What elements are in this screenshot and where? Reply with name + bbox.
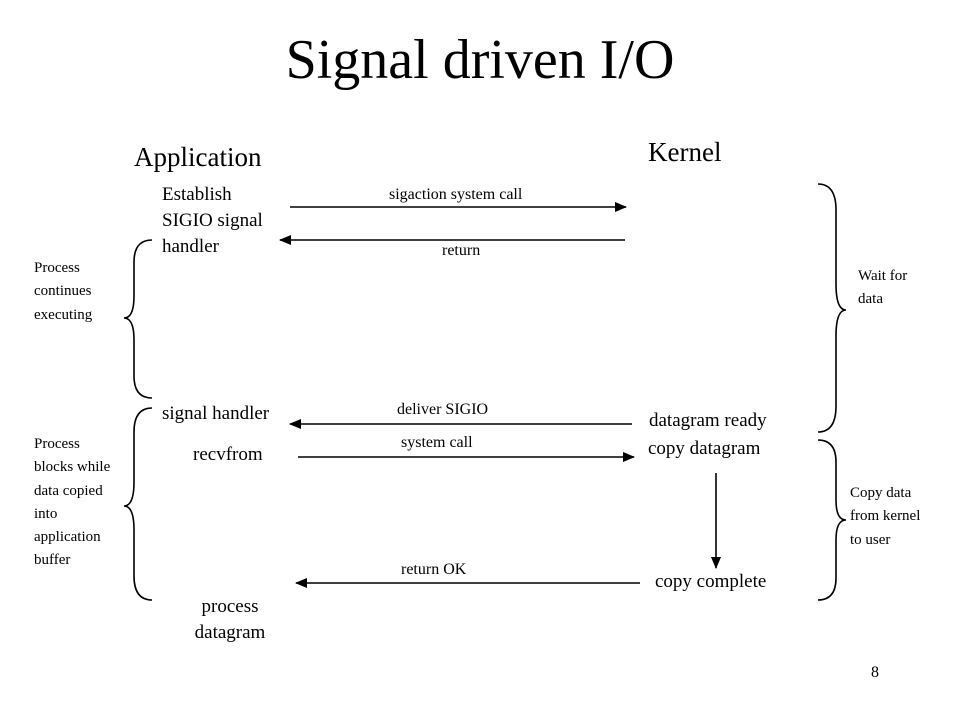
application-heading: Application: [134, 142, 262, 172]
wait-line-1: Wait for: [858, 268, 908, 284]
blocks-line-3: data copied: [34, 482, 103, 499]
copy-data-note: Copy data from kernel to user: [850, 482, 920, 552]
blocks-line-5: application: [34, 529, 101, 545]
recvfrom-step: recvfrom: [193, 444, 263, 465]
wait-line-2: data: [858, 291, 883, 308]
sigaction-label: sigaction system call: [389, 186, 523, 203]
kernel-heading: Kernel: [648, 137, 722, 167]
copy-line-3: to user: [850, 531, 891, 548]
slide-title: Signal driven I/O: [285, 29, 675, 91]
blocks-brace: [123, 407, 153, 601]
blocks-line-2: blocks while: [34, 459, 111, 476]
page-number: 8: [871, 664, 879, 681]
copy-complete-step: copy complete: [655, 571, 767, 592]
continues-line-3: executing: [34, 306, 93, 323]
blocks-line-1: Process: [34, 436, 80, 452]
process-line-1: process: [201, 596, 259, 617]
establish-line-3: handler: [162, 236, 219, 258]
copy-datagram-step: copy datagram: [648, 438, 761, 459]
return-label: return: [442, 242, 481, 259]
process-continues-note: Process continues executing: [34, 257, 92, 327]
blocks-line-4: into: [34, 505, 58, 522]
wait-for-data-note: Wait for data: [858, 265, 907, 312]
return-ok-label: return OK: [401, 561, 467, 578]
copy-line-2: from kernel: [850, 508, 921, 525]
datagram-ready-step: datagram ready: [649, 410, 767, 431]
copy-line-1: Copy data: [850, 485, 912, 501]
deliver-sigio-label: deliver SIGIO: [397, 401, 489, 418]
process-datagram-step: process datagram: [180, 594, 280, 646]
process-line-2: datagram: [194, 622, 266, 644]
continues-brace: [123, 239, 153, 399]
establish-line-1: Establish: [162, 184, 232, 205]
signal-handler-step: signal handler: [162, 403, 270, 424]
copy-brace: [817, 439, 847, 601]
establish-line-2: SIGIO signal: [162, 210, 263, 232]
wait-brace: [817, 183, 847, 433]
blocks-line-6: buffer: [34, 552, 71, 569]
continues-line-2: continues: [34, 283, 92, 300]
establish-handler-step: Establish SIGIO signal handler: [162, 182, 263, 260]
system-call-label: system call: [401, 434, 473, 451]
continues-line-1: Process: [34, 260, 80, 276]
process-blocks-note: Process blocks while data copied into ap…: [34, 433, 110, 573]
